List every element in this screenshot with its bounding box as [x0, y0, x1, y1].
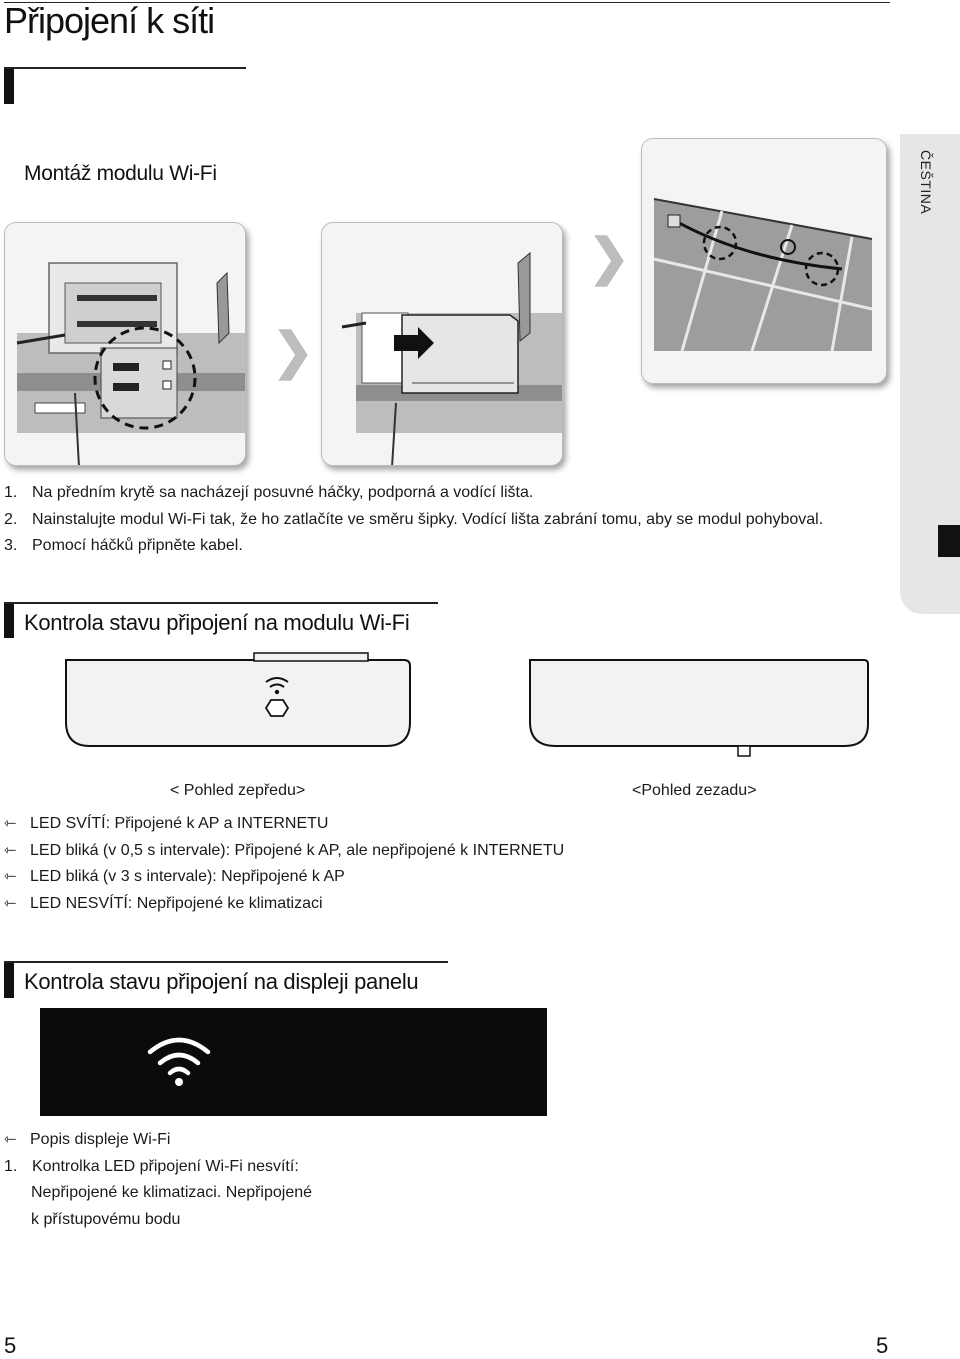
- arrow-bullet-icon: ⇽: [4, 815, 17, 832]
- page-number-right: 5: [876, 1333, 889, 1358]
- section-marker-display: [4, 962, 14, 998]
- led-status-item: ⇽LED NESVÍTÍ: Nepřipojené ke klimatizaci: [4, 891, 884, 918]
- install-photo-step2: [321, 222, 563, 466]
- install-step-2: 2.Nainstalujte modul Wi-Fi tak, že ho za…: [4, 510, 824, 528]
- install-step-1: 1.Na předním krytě sa nacházejí posuvné …: [4, 484, 534, 501]
- status-heading: Kontrola stavu připojení na modulu Wi-Fi: [24, 610, 410, 635]
- led-status-item: ⇽LED bliká (v 3 s intervale): Nepřipojen…: [4, 864, 884, 891]
- module-back-view: [529, 659, 869, 757]
- section-rule-module: [4, 67, 246, 69]
- display-bullet: ⇽Popis displeje Wi-Fi: [4, 1127, 604, 1154]
- install-photo-step3: [641, 138, 887, 384]
- install-photo-step1: [4, 222, 246, 466]
- arrow-bullet-icon: ⇽: [4, 894, 17, 912]
- display-item-line2: Nepřipojené ke klimatizaci. Nepřipojené: [31, 1184, 313, 1201]
- section-marker-status: [4, 602, 14, 638]
- arrow-icon: ❯: [588, 229, 630, 285]
- section-rule-status: [4, 602, 438, 604]
- display-item-line3: k přístupovému bodu: [31, 1210, 181, 1228]
- page-title: Připojení k síti: [4, 0, 215, 41]
- install-illustration-3: [642, 139, 886, 383]
- module-front-view: [65, 652, 411, 747]
- install-illustration-2: [322, 223, 562, 465]
- language-label: ČEŠTINA: [918, 150, 934, 215]
- arrow-bullet-icon: ⇽: [4, 841, 17, 859]
- display-heading: Kontrola stavu připojení na displeji pan…: [24, 969, 419, 994]
- module-heading: Montáž modulu Wi-Fi: [24, 162, 217, 185]
- section-rule-display: [4, 961, 448, 963]
- led-status-item: ⇽LED SVÍTÍ: Připojené k AP a INTERNETU: [4, 811, 884, 838]
- led-status-item: ⇽LED bliká (v 0,5 s intervale): Připojen…: [4, 838, 884, 865]
- wifi-icon: [147, 1037, 211, 1086]
- title-rule: [4, 2, 890, 3]
- page-number-left: 5: [4, 1333, 17, 1358]
- display-description: ⇽Popis displeje Wi-Fi 1.Kontrolka LED př…: [4, 1127, 604, 1233]
- install-steps-list: 1.Na předním krytě sa nacházejí posuvné …: [4, 480, 884, 560]
- section-marker-module: [4, 68, 14, 104]
- front-view-caption: < Pohled zepředu>: [170, 782, 306, 799]
- arrow-bullet-icon: ⇽: [4, 868, 17, 885]
- install-illustration-1: [5, 223, 245, 465]
- arrow-bullet-icon: ⇽: [4, 1131, 17, 1148]
- arrow-icon: ❯: [272, 323, 314, 379]
- back-view-caption: <Pohled zezadu>: [632, 782, 757, 799]
- install-step-3: 3.Pomocí háčků připněte kabel.: [4, 537, 243, 554]
- wifi-led-icon: [264, 677, 290, 717]
- display-item-line1: 1.Kontrolka LED připojení Wi-Fi nesvítí:: [4, 1157, 299, 1175]
- side-tab-marker: [938, 525, 960, 557]
- led-status-list: ⇽LED SVÍTÍ: Připojené k AP a INTERNETU ⇽…: [4, 811, 884, 917]
- display-panel: [40, 1008, 547, 1116]
